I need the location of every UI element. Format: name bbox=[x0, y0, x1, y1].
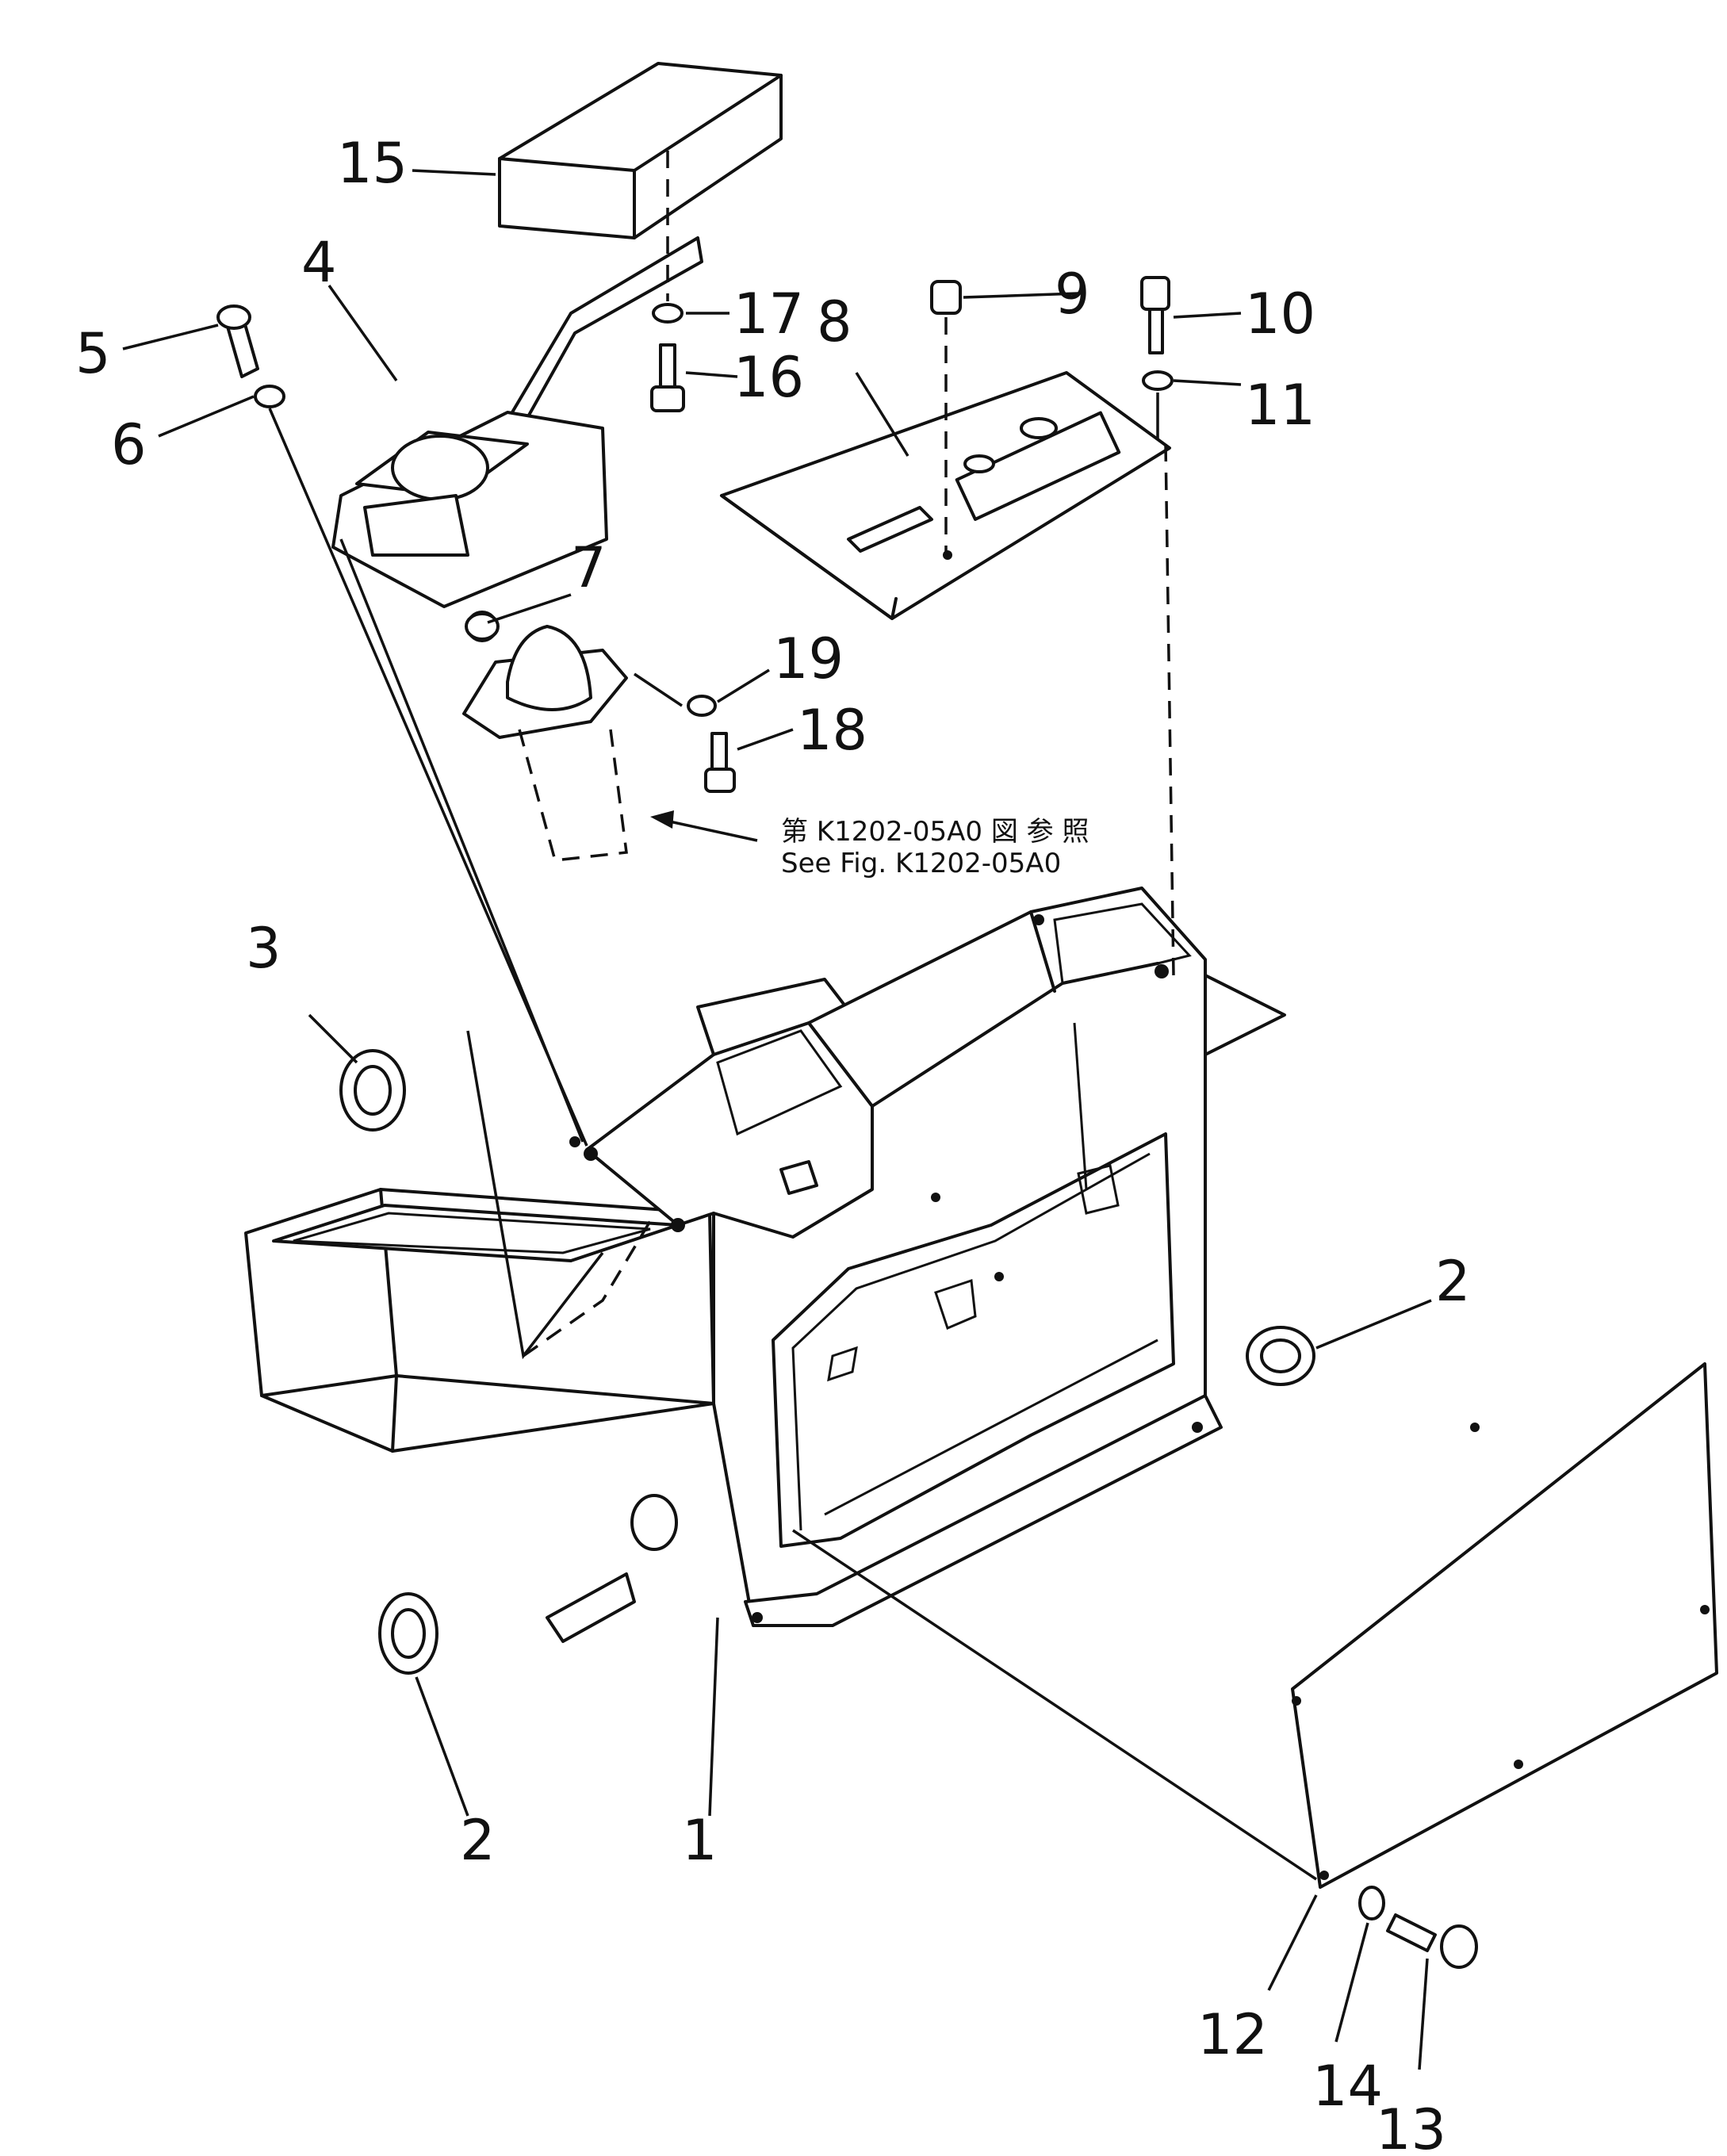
bolt-part-10 bbox=[1140, 276, 1170, 354]
callout-9: 9 bbox=[1055, 262, 1090, 327]
callout-2-right: 2 bbox=[1435, 1249, 1471, 1314]
callout-2-left: 2 bbox=[460, 1808, 496, 1873]
armrest-pad-part-15 bbox=[498, 62, 783, 239]
grommet-part-3 bbox=[339, 1049, 406, 1132]
callout-17: 17 bbox=[733, 281, 804, 347]
leader-lines bbox=[122, 169, 1432, 2070]
callout-12: 12 bbox=[1197, 2002, 1268, 2067]
callout-8: 8 bbox=[817, 289, 852, 354]
reference-note: 第 K1202-05A0 図 参 照 See Fig. K1202-05A0 bbox=[781, 816, 1089, 879]
washer-part-11 bbox=[1142, 370, 1174, 391]
control-lever-assembly bbox=[462, 611, 628, 862]
callout-1: 1 bbox=[682, 1808, 718, 1873]
callout-18: 18 bbox=[797, 698, 867, 763]
callout-14: 14 bbox=[1312, 2054, 1383, 2119]
callout-11: 11 bbox=[1245, 373, 1315, 438]
callout-3: 3 bbox=[246, 916, 281, 981]
cap-part-7 bbox=[465, 612, 500, 641]
callout-4: 4 bbox=[301, 230, 337, 295]
washer-part-17 bbox=[652, 303, 684, 324]
boot-bracket-part-4 bbox=[331, 236, 703, 608]
washer-part-19 bbox=[687, 695, 717, 717]
reference-note-ja: 第 K1202-05A0 図 参 照 bbox=[781, 816, 1089, 848]
console-frame-part-1 bbox=[244, 887, 1286, 1643]
plug-part-9 bbox=[930, 280, 962, 315]
callout-16: 16 bbox=[733, 345, 804, 410]
bolt-part-5 bbox=[216, 304, 259, 378]
washer-part-14 bbox=[1358, 1886, 1385, 1920]
callout-5: 5 bbox=[75, 321, 111, 386]
washer-part-6 bbox=[254, 385, 285, 408]
side-cover-plate bbox=[1291, 1362, 1718, 1889]
grommet-part-2-right bbox=[1246, 1326, 1315, 1386]
reference-note-en: See Fig. K1202-05A0 bbox=[781, 848, 1061, 879]
bolt-part-16 bbox=[650, 343, 685, 412]
callout-6: 6 bbox=[111, 412, 147, 477]
grommet-part-2-left bbox=[378, 1592, 438, 1675]
callout-10: 10 bbox=[1245, 281, 1315, 347]
assembly-lines bbox=[268, 151, 1317, 1881]
callout-19: 19 bbox=[773, 626, 844, 691]
bolt-part-18 bbox=[704, 732, 736, 793]
callout-13: 13 bbox=[1376, 2097, 1446, 2156]
callout-labels: 15 4 5 6 17 8 16 9 10 11 7 19 18 3 2 2 1… bbox=[75, 131, 1471, 2156]
callout-15: 15 bbox=[337, 131, 408, 196]
bolt-part-13 bbox=[1386, 1913, 1478, 1969]
callout-7: 7 bbox=[571, 535, 607, 600]
